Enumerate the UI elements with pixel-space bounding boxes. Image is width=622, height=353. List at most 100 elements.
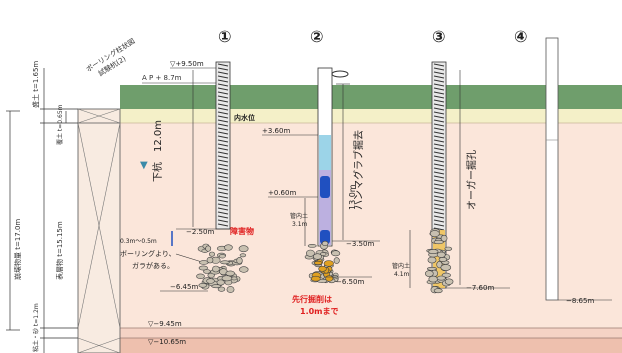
pile-3-auger — [433, 63, 445, 231]
rubble-stone — [428, 249, 439, 254]
pile-4-bottom-label: −8.65m — [566, 297, 594, 305]
rubble-stone — [205, 245, 212, 252]
rubble-stone — [307, 243, 317, 248]
rubble-stone — [238, 245, 249, 253]
water-level-label: 内水位 — [234, 113, 255, 122]
pile-2-bottom-label: −6.50m — [336, 278, 364, 286]
boring-label-group: ボーリング柱状図 試験杭(2) — [84, 36, 136, 78]
left-dimensions — [6, 68, 78, 353]
rubble-stone — [310, 275, 321, 282]
pile-1-length-label: 下杭 12.0m — [151, 120, 164, 182]
rubble-stone — [331, 250, 341, 257]
rubble-stone — [206, 256, 214, 264]
rubble-stone — [198, 282, 208, 288]
pile-2-remark-line1: 先行掘削は — [292, 294, 332, 304]
depth-label-1: ▽−9.45m — [148, 320, 182, 328]
stage-number-4: ④ — [514, 27, 528, 46]
rubble-stone — [216, 279, 225, 286]
rubble-stone — [221, 275, 233, 282]
pile-1-gap-label: 0.3m〜0.5m — [120, 238, 157, 245]
pile-2-hammer-grab — [320, 176, 330, 244]
rubble-stone — [440, 264, 452, 271]
pile-2-level-label: −3.50m — [346, 240, 374, 248]
rubble-stone — [444, 278, 454, 285]
pile-2-soil-label-line2: 3.1m — [292, 221, 308, 228]
rubble-stone — [433, 288, 443, 294]
pile-1-note-line2: ガラがある。 — [132, 261, 174, 270]
stage-numbers: ① ② ③ ④ — [218, 27, 528, 46]
pile-1-base-label: −2.50m — [186, 228, 214, 236]
rubble-stone — [239, 266, 249, 273]
pile-3-rubble — [424, 228, 454, 294]
layer-label-sediment-total: 崩壊物量 t=17.0m — [13, 219, 22, 280]
rubble-stone — [444, 246, 453, 251]
pile-3-soil-label-line1: 管内土 — [392, 262, 410, 270]
rubble-stone — [440, 234, 448, 242]
rubble-stone — [231, 276, 238, 281]
pile-3: オーガー掘孔 管内土 4.1m −7.60m — [392, 61, 510, 294]
rubble-stone — [239, 253, 247, 258]
pile-2: ハンマグラブ掘去 13.0m 内水位 +3.60m +0.60m 管内土 3.1… — [234, 67, 380, 316]
rubble-stone — [196, 273, 205, 279]
rubble-stone — [323, 260, 334, 267]
pile-1-note-line1: ボーリングより、 — [120, 249, 176, 258]
rubble-stone — [203, 269, 211, 274]
rubble-stone — [321, 240, 329, 246]
rubble-stone — [211, 284, 222, 289]
rubble-stone — [426, 266, 437, 271]
rubble-stone — [438, 257, 448, 262]
stage-number-2: ② — [310, 27, 324, 46]
rubble-stone — [436, 275, 446, 281]
boring-log-column — [77, 108, 121, 353]
pile-3-method-label: オーガー掘孔 — [465, 150, 478, 210]
rubble-stone — [305, 249, 315, 257]
layer-label-sediment: 表層物 t=15.15m — [55, 221, 64, 280]
rubble-stone — [206, 278, 215, 284]
groundwater-marker: ▼ — [140, 160, 148, 171]
rubble-stone — [325, 275, 334, 282]
pile-2-upper-label: +0.60m — [268, 189, 296, 197]
pile-1: ▽+9.50m 下杭 12.0m −2.50m 障害物 0.3m〜0.5m ボー… — [120, 60, 254, 293]
pile-1-coil — [217, 63, 229, 227]
fill-layer — [120, 109, 622, 123]
rubble-stone — [224, 244, 233, 251]
sediment-layer — [120, 123, 622, 328]
pile-4: −8.65m — [545, 37, 612, 305]
pile-2-grab-head — [331, 70, 349, 78]
ap-level-label: A P + 8.7m — [142, 74, 182, 82]
pile-2-soil-label-line1: 管内土 — [290, 212, 308, 220]
layer-label-fill: 盛土 t=1.65m — [31, 61, 40, 108]
pile-2-water — [319, 135, 331, 170]
pile-2-remark-line2: 1.0mまで — [300, 307, 339, 316]
rubble-stone — [212, 265, 220, 273]
rubble-stone — [236, 257, 243, 265]
layer-label-clay-sand: 粘土・砂 t=1.2m — [32, 303, 40, 352]
rubble-stone — [424, 270, 434, 277]
rubble-stone — [436, 251, 446, 258]
layer-label-subsoil: 覆土 t=0.65m — [56, 104, 64, 145]
rubble-stone — [220, 260, 230, 265]
stage-number-3: ③ — [432, 27, 446, 46]
stage-number-1: ① — [218, 27, 232, 46]
rubble-stone — [217, 286, 226, 292]
pile-1-bottom-label: −6.45m — [170, 283, 198, 291]
rubble-stone — [427, 256, 437, 264]
rubble-stone — [226, 286, 235, 293]
rubble-stone — [219, 254, 226, 259]
green-surface-layer — [120, 85, 622, 109]
pile-2-method-label: ハンマグラブ掘去 — [352, 130, 365, 210]
rubble-stone — [428, 275, 438, 283]
rubble-stone — [225, 270, 235, 277]
bedrock-layer — [78, 338, 622, 353]
pile-4-shaft — [545, 37, 559, 301]
pile-1-obstacle-label: 障害物 — [230, 226, 254, 236]
pile-2-water-label: +3.60m — [262, 127, 290, 135]
rubble-stone — [312, 253, 322, 260]
clay-sand-layer — [78, 328, 622, 338]
depth-label-2: ▽−10.65m — [148, 338, 186, 346]
pile-1-top-label: ▽+9.50m — [170, 60, 204, 68]
pile-2-length-label: 13.0m — [348, 184, 357, 210]
pile-3-soil-label-line2: 4.1m — [394, 271, 410, 278]
rubble-stone — [433, 239, 444, 245]
